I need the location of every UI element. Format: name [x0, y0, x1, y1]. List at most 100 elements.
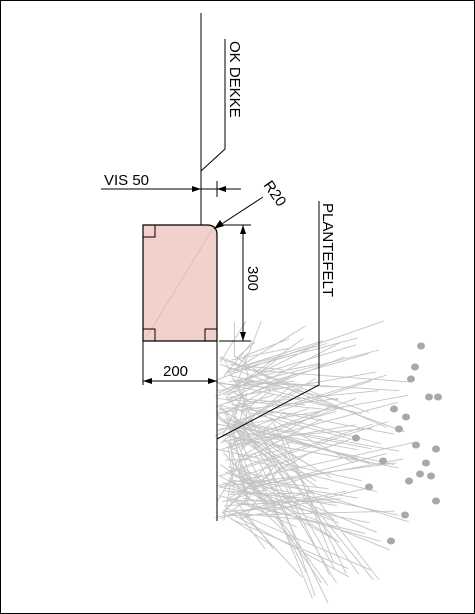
grass-blade: [218, 406, 311, 467]
grass-blade: [269, 495, 313, 599]
grass-blade: [233, 379, 400, 392]
planting-grass-hatch: [214, 320, 442, 604]
corner-mark-top-left: [142, 224, 156, 238]
grass-blade: [234, 499, 274, 550]
vis-arrow-right: [217, 186, 226, 192]
grass-blade: [238, 392, 248, 425]
grass-blade: [217, 349, 380, 392]
grass-blade: [219, 320, 247, 363]
grass-blade: [227, 423, 373, 473]
seed-head: [434, 393, 442, 401]
seed-head: [432, 445, 440, 453]
grass-blade: [262, 441, 335, 570]
grass-blade: [217, 380, 372, 432]
seed-head: [422, 459, 430, 467]
grass-blade: [282, 481, 331, 576]
grass-blade: [218, 494, 381, 542]
plantefelt-label: PLANTEFELT: [319, 203, 336, 297]
grass-blade: [226, 396, 289, 459]
seed-head: [407, 375, 415, 383]
grass-blade: [229, 471, 377, 533]
grass-blade: [226, 342, 341, 402]
grass-blade: [233, 353, 248, 373]
grass-blade: [221, 393, 244, 436]
grass-blade: [230, 498, 248, 512]
grass-blade: [221, 512, 276, 549]
grass-blade: [226, 338, 304, 394]
height-dimension-label: 300: [244, 266, 261, 291]
grass-blade: [273, 422, 347, 575]
grass-blade: [243, 405, 395, 435]
vis-arrow-left: [192, 186, 201, 192]
grass-blade: [221, 405, 345, 450]
grass-blade: [223, 340, 254, 377]
seed-head: [427, 472, 435, 480]
seed-head: [412, 441, 420, 449]
ok-dekke-leader: [200, 39, 226, 172]
vis-label: VIS 50: [104, 172, 149, 189]
seed-head: [390, 405, 398, 413]
grass-blade: [243, 441, 293, 457]
grass-blade: [222, 411, 337, 443]
seed-head: [401, 511, 409, 519]
grass-blade: [215, 379, 254, 397]
grass-blade: [243, 338, 290, 357]
seed-head: [411, 363, 419, 371]
grass-blade: [233, 426, 317, 482]
grass-blade: [242, 424, 337, 584]
seed-head: [417, 342, 425, 350]
grass-blade: [234, 340, 324, 370]
grass-blade: [220, 486, 338, 507]
grass-blade: [234, 460, 272, 501]
seed-head: [379, 457, 387, 465]
grass-blade: [223, 419, 399, 452]
ok-dekke-label: OK DEKKE: [226, 41, 243, 118]
grass-blade: [243, 470, 322, 584]
grass-blade: [228, 401, 398, 448]
grass-blade: [239, 486, 372, 519]
grass-blade: [243, 458, 404, 489]
seed-head: [395, 425, 403, 433]
grass-blade: [215, 398, 339, 414]
grass-blade: [277, 461, 374, 581]
plantefelt-leader: [216, 201, 320, 440]
seed-head: [352, 434, 360, 442]
grass-blade: [218, 394, 408, 430]
grass-blade: [234, 509, 266, 550]
grass-blade: [281, 453, 380, 581]
grass-blade: [233, 374, 387, 422]
grass-blade: [244, 320, 384, 371]
height-arrow-top: [240, 225, 246, 234]
grass-blade: [230, 423, 380, 466]
seed-head: [416, 470, 424, 478]
grass-blade: [228, 389, 302, 430]
width-arrow-left: [143, 378, 152, 384]
seed-head: [405, 477, 413, 485]
grass-blade: [240, 464, 329, 586]
grass-blade: [254, 453, 329, 604]
seed-head: [387, 537, 395, 545]
grass-blade: [226, 507, 371, 571]
grass-blade: [242, 457, 378, 493]
seed-head: [425, 393, 433, 401]
grass-blade: [235, 390, 379, 406]
grass-blade: [231, 427, 373, 442]
grass-blade: [228, 492, 315, 495]
seed-head: [432, 497, 440, 505]
grass-blade: [215, 356, 346, 408]
grass-blade: [225, 337, 359, 374]
grass-blade: [241, 512, 303, 578]
height-arrow-bottom: [240, 332, 246, 341]
grass-blade: [232, 418, 323, 466]
grass-blade: [236, 499, 297, 528]
grass-blade: [215, 490, 347, 518]
grass-blade: [239, 440, 307, 573]
r20-label: R20: [260, 178, 290, 210]
grass-blade: [230, 480, 339, 524]
grass-blade: [224, 439, 246, 461]
grass-blade: [227, 446, 235, 491]
width-arrow-right: [208, 378, 217, 384]
grass-blade: [219, 383, 283, 390]
